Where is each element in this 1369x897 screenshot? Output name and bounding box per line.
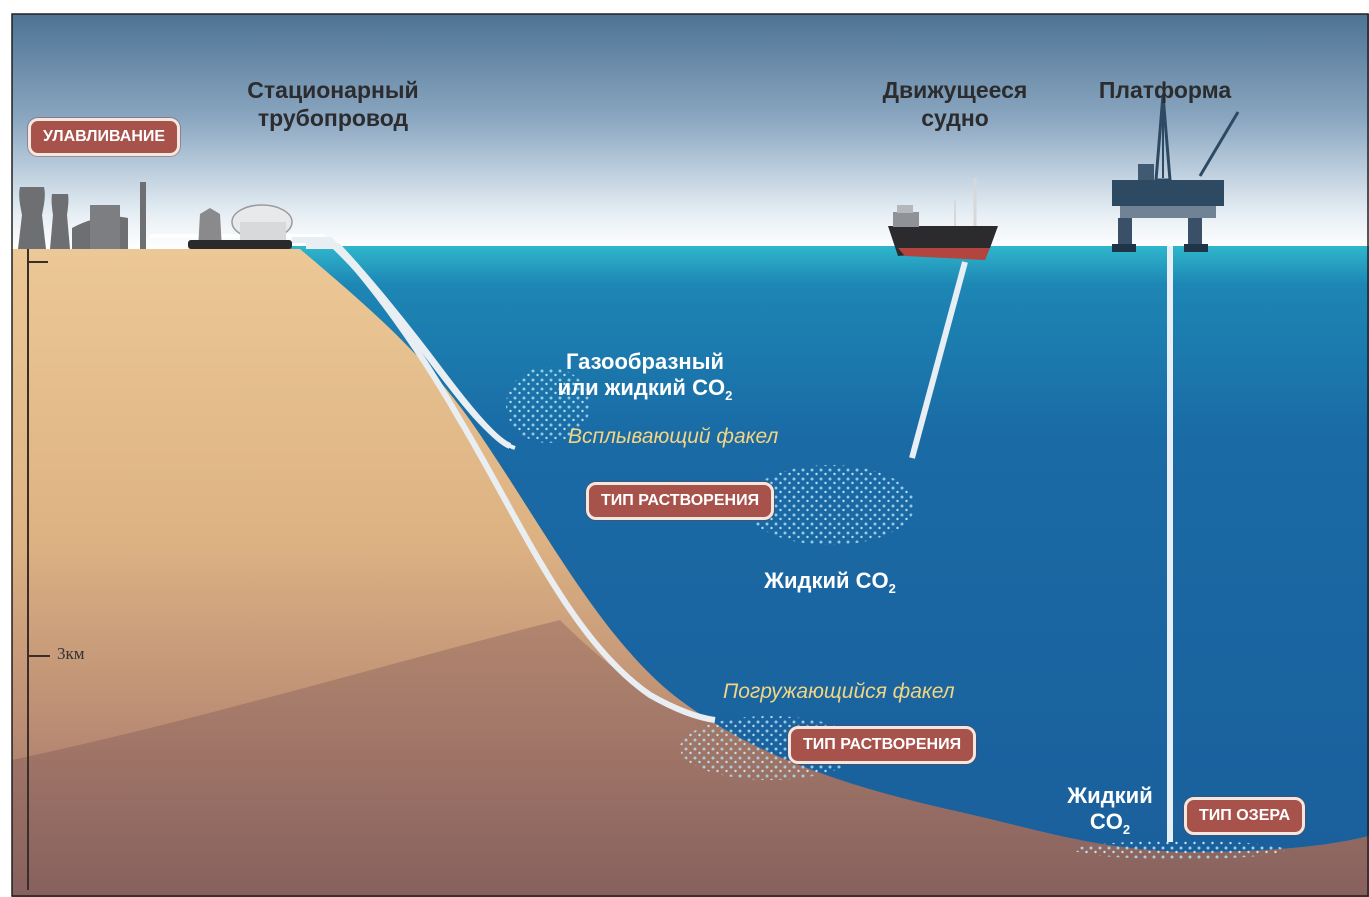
power-plant-icon [18,182,146,249]
gaseous-label-text: или жидкий CO [557,375,726,401]
platform-icon [1112,94,1240,252]
platform-label: Платформа [1098,77,1232,103]
liquid-co2-mid-text: Жидкий CO [764,568,889,593]
gaseous-or-liquid-co2-label: Газообразный или жидкий CO2 [515,349,775,404]
rising-plume-gas [506,367,590,443]
lake-badge: ТИП ОЗЕРА [1184,797,1306,835]
rising-plume-label: Всплывающий факел [568,425,779,448]
dissolution-badge-2: ТИП РАСТВОРЕНИЯ [788,726,977,764]
liquid-co2-mid-label: Жидкий CO2 [730,568,930,597]
sinking-plume-label: Погружающийся факел [723,680,955,703]
dissolution-badge-1: ТИП РАСТВОРЕНИЯ [586,482,775,520]
liquid-co2-bottom-subscript: 2 [1122,822,1131,838]
liquid-co2-bottom-label: Жидкий CO2 [1050,783,1170,838]
pipeline-label-line1: Стационарный [247,77,419,103]
ship-pipe [909,261,968,459]
liquid-co2-bottom-line1: Жидкий [1067,783,1153,808]
liquid-co2-mid-subscript: 2 [888,581,896,596]
ship-icon [888,178,998,260]
pipeline-label-line2: трубопровод [257,104,409,131]
frame [11,13,1369,897]
depth-scale-label: 3км [57,644,85,663]
ship-label-line1: Движущееся [882,77,1028,103]
ship-label: Движущееся судно [855,77,1055,132]
pipeline-1b [306,243,512,449]
liquid-co2-bottom-line2: CO2 [1050,809,1170,838]
gaseous-label-line2: или жидкий CO2 [515,375,775,404]
co2-lake [1075,841,1285,859]
pipeline-2 [292,237,716,723]
gaseous-label-subscript: 2 [725,388,733,404]
pipeline-terminal-icon [188,204,293,249]
pipeline-label: Стационарный трубопровод [222,77,444,132]
liquid-co2-bottom-text: CO [1089,809,1123,835]
ship-label-line2: судно [921,104,989,131]
gaseous-label-line1: Газообразный [565,349,725,374]
rising-plume-dissolution [745,465,915,545]
capture-badge: УЛАВЛИВАНИЕ [28,118,181,156]
